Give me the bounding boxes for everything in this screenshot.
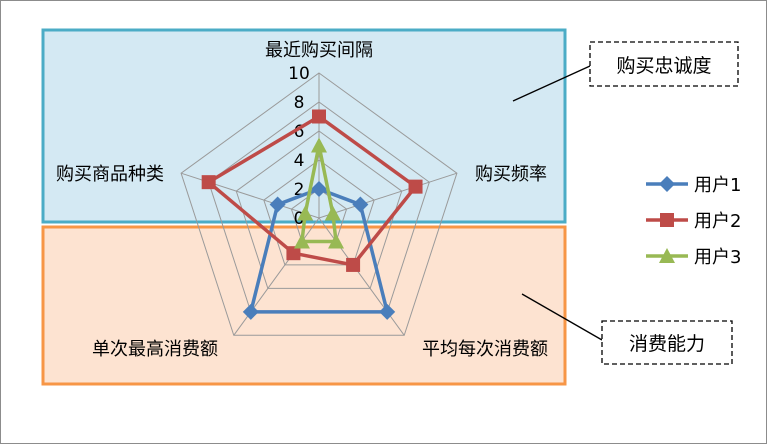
tick-label: 2 bbox=[294, 180, 305, 200]
data-point bbox=[311, 137, 327, 153]
legend-label: 用户2 bbox=[694, 211, 741, 232]
data-point bbox=[379, 303, 396, 320]
callout-line-loyalty bbox=[512, 65, 591, 102]
legend-marker bbox=[659, 248, 675, 263]
tick-label: 10 bbox=[288, 64, 310, 84]
series-line bbox=[249, 187, 389, 314]
legend-marker bbox=[660, 213, 674, 227]
callout-label-spending: 消费能力 bbox=[629, 333, 705, 355]
series-1 bbox=[242, 181, 396, 320]
region-box-spending bbox=[41, 225, 567, 386]
axis-label: 单次最高消费额 bbox=[92, 339, 218, 360]
data-point bbox=[408, 179, 423, 194]
data-point bbox=[324, 205, 341, 221]
data-point bbox=[346, 257, 361, 272]
series-3 bbox=[293, 137, 345, 249]
data-point bbox=[297, 205, 314, 221]
series-2 bbox=[201, 109, 423, 272]
callout-label-loyalty: 购买忠诚度 bbox=[616, 55, 711, 77]
callout-box-spending bbox=[601, 320, 733, 365]
data-point bbox=[352, 196, 369, 213]
grid-ring bbox=[180, 72, 458, 336]
data-point bbox=[242, 303, 259, 320]
legend-item: 用户2 bbox=[646, 211, 741, 232]
legend-marker bbox=[659, 176, 675, 192]
legend-item: 用户3 bbox=[646, 247, 741, 268]
legend-item: 用户1 bbox=[646, 175, 741, 196]
callout-line-spending bbox=[521, 293, 603, 341]
data-point bbox=[312, 109, 326, 124]
tick-label: 4 bbox=[294, 151, 305, 171]
data-point bbox=[201, 175, 216, 190]
data-point bbox=[311, 181, 327, 197]
legend-label: 用户3 bbox=[694, 247, 741, 268]
grid-ring bbox=[263, 159, 375, 266]
series-line bbox=[206, 114, 418, 267]
axis-label: 购买频率 bbox=[475, 164, 547, 185]
legend-label: 用户1 bbox=[694, 175, 741, 196]
callout-box-loyalty bbox=[589, 41, 739, 87]
grid-spoke bbox=[318, 172, 458, 219]
tick-label: 6 bbox=[294, 122, 305, 142]
axis-label: 平均每次消费额 bbox=[422, 339, 548, 360]
radar-series bbox=[201, 109, 423, 320]
data-point bbox=[293, 233, 310, 249]
data-point bbox=[328, 233, 345, 249]
axis-label: 购买商品种类 bbox=[56, 164, 164, 185]
data-point bbox=[286, 246, 301, 261]
data-point bbox=[269, 196, 286, 213]
axis-label: 最近购买间隔 bbox=[265, 40, 373, 61]
legend: 用户1 用户2 用户3 bbox=[646, 175, 741, 268]
series-line bbox=[300, 143, 338, 244]
grid-ring bbox=[235, 130, 403, 289]
tick-label: 8 bbox=[294, 93, 305, 113]
